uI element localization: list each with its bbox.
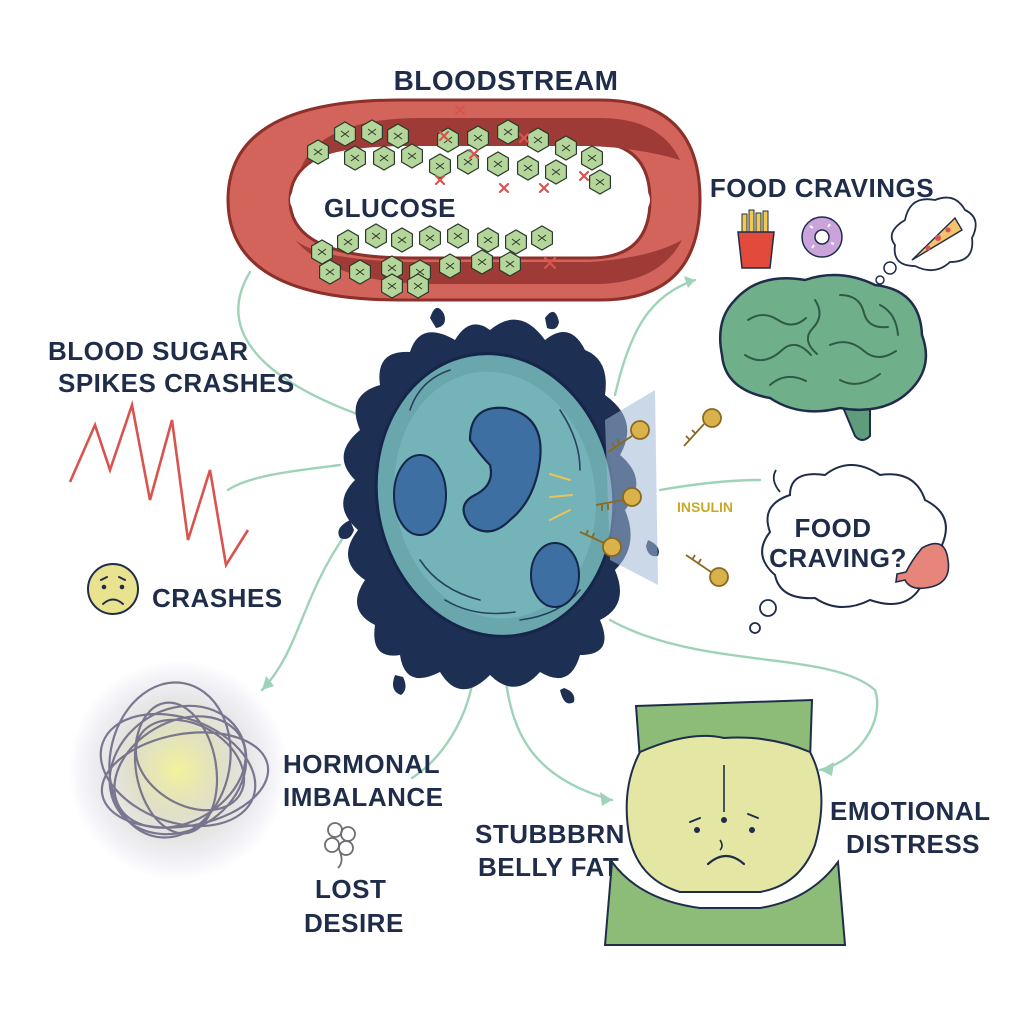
food-craving-question-line1: FOOD: [794, 513, 871, 543]
glucose-molecule-mark: [477, 258, 487, 266]
glucose-molecule-mark: [505, 260, 515, 268]
blocked-markers: [434, 104, 590, 270]
glucose-molecule-mark: [413, 282, 423, 290]
glucose-molecule-mark: [435, 162, 445, 170]
flower-icon: [324, 822, 356, 869]
glucose-molecule-mark: [317, 248, 327, 256]
pizza-icon: [911, 216, 963, 261]
key-icon: [685, 554, 729, 587]
blood-sugar-spikes-graph: [68, 399, 250, 569]
arrowhead: [600, 792, 612, 806]
glucose-molecule-mark: [561, 144, 571, 152]
arrow-cell-to-tangle: [260, 533, 347, 692]
glucose-molecule-mark: [445, 262, 455, 270]
glucose-molecule-mark: [355, 268, 365, 276]
pants: [603, 859, 847, 946]
glucose-molecule-mark: [387, 282, 397, 290]
emotional-distress-line2: DISTRESS: [846, 829, 980, 859]
glucose-molecule-mark: [371, 232, 381, 240]
glucose-molecule-mark: [587, 154, 597, 162]
arrow-cell-to-belly: [503, 668, 614, 802]
lost-desire-label-line2: DESIRE: [304, 908, 404, 938]
glucose-molecule-mark: [313, 148, 323, 156]
glucose-molecule-mark: [397, 236, 407, 244]
belly-fat-label-line2: BELLY FAT: [478, 852, 619, 882]
cell-icon: [338, 307, 659, 704]
glucose-molecule-mark: [473, 134, 483, 142]
arrow-cell-to-brain: [613, 278, 697, 397]
key-icon: [607, 420, 650, 453]
donut-icon: [801, 216, 843, 258]
brain-icon: [718, 273, 928, 441]
glucose-molecule-mark: [511, 238, 521, 246]
thought-bubble-pizza: [875, 196, 977, 285]
glucose-molecule-mark: [503, 128, 513, 136]
bloodstream-vessel: [226, 98, 702, 302]
arrow-bloodstream-to-cell: [237, 270, 370, 420]
glucose-molecule-mark: [393, 132, 403, 140]
glucose-label: GLUCOSE: [324, 193, 456, 223]
bloodstream-label: BLOODSTREAM: [394, 65, 619, 96]
insulin-label: INSULIN: [677, 499, 733, 515]
fries-icon: [737, 209, 775, 269]
crashes-label: CRASHES: [152, 583, 283, 613]
hormonal-label-line2: IMBALANCE: [283, 782, 444, 812]
key-icon: [683, 408, 722, 447]
arrow-insulin-to-bubble: [658, 478, 762, 492]
arrowhead: [262, 676, 274, 690]
glucose-molecule-mark: [387, 264, 397, 272]
glucose-molecule-mark: [595, 178, 605, 186]
arrow-cell-to-distress: [608, 618, 879, 772]
belly-fat-label-line1: STUBBBRN: [475, 819, 625, 849]
arrowhead: [820, 762, 834, 776]
glucose-molecule-mark: [533, 136, 543, 144]
food-cravings-label: FOOD CRAVINGS: [710, 173, 934, 203]
glucose-molecule-mark: [493, 160, 503, 168]
glucose-molecule-mark: [340, 130, 350, 138]
emotional-distress-line1: EMOTIONAL: [830, 796, 991, 826]
blood-sugar-label-line1: BLOOD SUGAR: [48, 336, 249, 366]
glucose-cells: [307, 119, 612, 299]
glucose-molecule-mark: [367, 128, 377, 136]
glucose-molecule-mark: [463, 158, 473, 166]
glucose-molecule-mark: [551, 168, 561, 176]
tangled-energy-icon: [68, 660, 288, 880]
food-craving-question-line2: CRAVING?: [769, 543, 907, 573]
cell-nucleus: [462, 406, 542, 533]
food-craving-thought-bubble: [749, 464, 950, 634]
connector-arrows: [226, 270, 879, 806]
glucose-molecule-mark: [407, 152, 417, 160]
glucose-molecule-mark: [350, 154, 360, 162]
arrowhead: [684, 276, 695, 288]
glucose-molecule-mark: [453, 232, 463, 240]
glucose-molecule-mark: [325, 268, 335, 276]
arrow-cell-to-blood-sugar: [226, 463, 342, 492]
key-icon: [595, 487, 642, 511]
belly: [625, 734, 823, 893]
glucose-molecule-mark: [379, 154, 389, 162]
insulin-keys: [579, 408, 729, 587]
lost-desire-label-line1: LOST: [315, 874, 386, 904]
blood-sugar-label-line2: SPIKES CRASHES: [58, 368, 295, 398]
glucose-molecule-mark: [537, 234, 547, 242]
glucose-molecule-mark: [483, 236, 493, 244]
hormonal-label-line1: HORMONAL: [283, 749, 440, 779]
glucose-molecule-mark: [343, 238, 353, 246]
stomach-icon: [895, 542, 950, 590]
glucose-molecule-mark: [425, 234, 435, 242]
key-icon: [579, 529, 622, 557]
sad-face-icon: [87, 563, 139, 615]
belly-torso-icon: [603, 698, 847, 946]
glucose-molecule-mark: [523, 164, 533, 172]
